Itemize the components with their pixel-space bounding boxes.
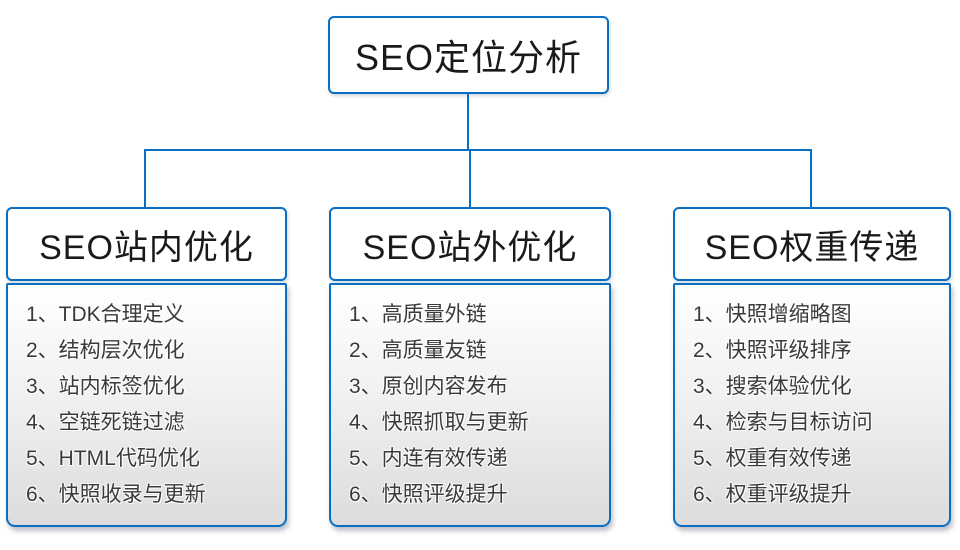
list-item: 5、HTML代码优化	[26, 447, 200, 470]
list-item: 1、高质量外链	[349, 303, 487, 326]
connector-root-vertical	[467, 94, 469, 151]
list-item: 1、快照增缩略图	[693, 303, 852, 326]
column-seo-offsite: SEO站外优化 1、高质量外链 2、高质量友链 3、原创内容发布 4、快照抓取与…	[329, 207, 611, 527]
column-item-list: 1、快照增缩略图 2、快照评级排序 3、搜索体验优化 4、检索与目标访问 5、权…	[673, 283, 951, 527]
column-title: SEO站外优化	[362, 228, 578, 267]
list-item: 2、结构层次优化	[26, 339, 185, 362]
column-title: SEO站内优化	[39, 228, 254, 267]
list-item: 3、原创内容发布	[349, 375, 508, 398]
list-item: 4、检索与目标访问	[693, 411, 873, 434]
list-item: 6、快照收录与更新	[26, 483, 206, 506]
list-item: 6、权重评级提升	[693, 483, 852, 506]
connector-col3-vertical	[810, 149, 812, 207]
list-item: 2、快照评级排序	[693, 339, 852, 362]
list-item: 4、空链死链过滤	[26, 411, 185, 434]
column-seo-weight: SEO权重传递 1、快照增缩略图 2、快照评级排序 3、搜索体验优化 4、检索与…	[673, 207, 951, 527]
list-item: 2、高质量友链	[349, 339, 487, 362]
column-header: SEO权重传递	[673, 207, 951, 281]
column-header: SEO站内优化	[6, 207, 287, 281]
list-item: 6、快照评级提升	[349, 483, 508, 506]
list-item: 5、内连有效传递	[349, 447, 508, 470]
column-title: SEO权重传递	[704, 228, 920, 267]
list-item: 3、站内标签优化	[26, 375, 185, 398]
list-item: 3、搜索体验优化	[693, 375, 852, 398]
connector-col1-vertical	[144, 149, 146, 207]
connector-horizontal	[144, 149, 812, 151]
list-item: 5、权重有效传递	[693, 447, 852, 470]
column-item-list: 1、TDK合理定义 2、结构层次优化 3、站内标签优化 4、空链死链过滤 5、H…	[6, 283, 287, 527]
list-item: 4、快照抓取与更新	[349, 411, 529, 434]
column-seo-onsite: SEO站内优化 1、TDK合理定义 2、结构层次优化 3、站内标签优化 4、空链…	[6, 207, 287, 527]
column-item-list: 1、高质量外链 2、高质量友链 3、原创内容发布 4、快照抓取与更新 5、内连有…	[329, 283, 611, 527]
column-header: SEO站外优化	[329, 207, 611, 281]
list-item: 1、TDK合理定义	[26, 303, 185, 326]
root-node: SEO定位分析	[328, 16, 609, 94]
connector-col2-vertical	[469, 149, 471, 207]
root-node-title: SEO定位分析	[354, 37, 583, 78]
